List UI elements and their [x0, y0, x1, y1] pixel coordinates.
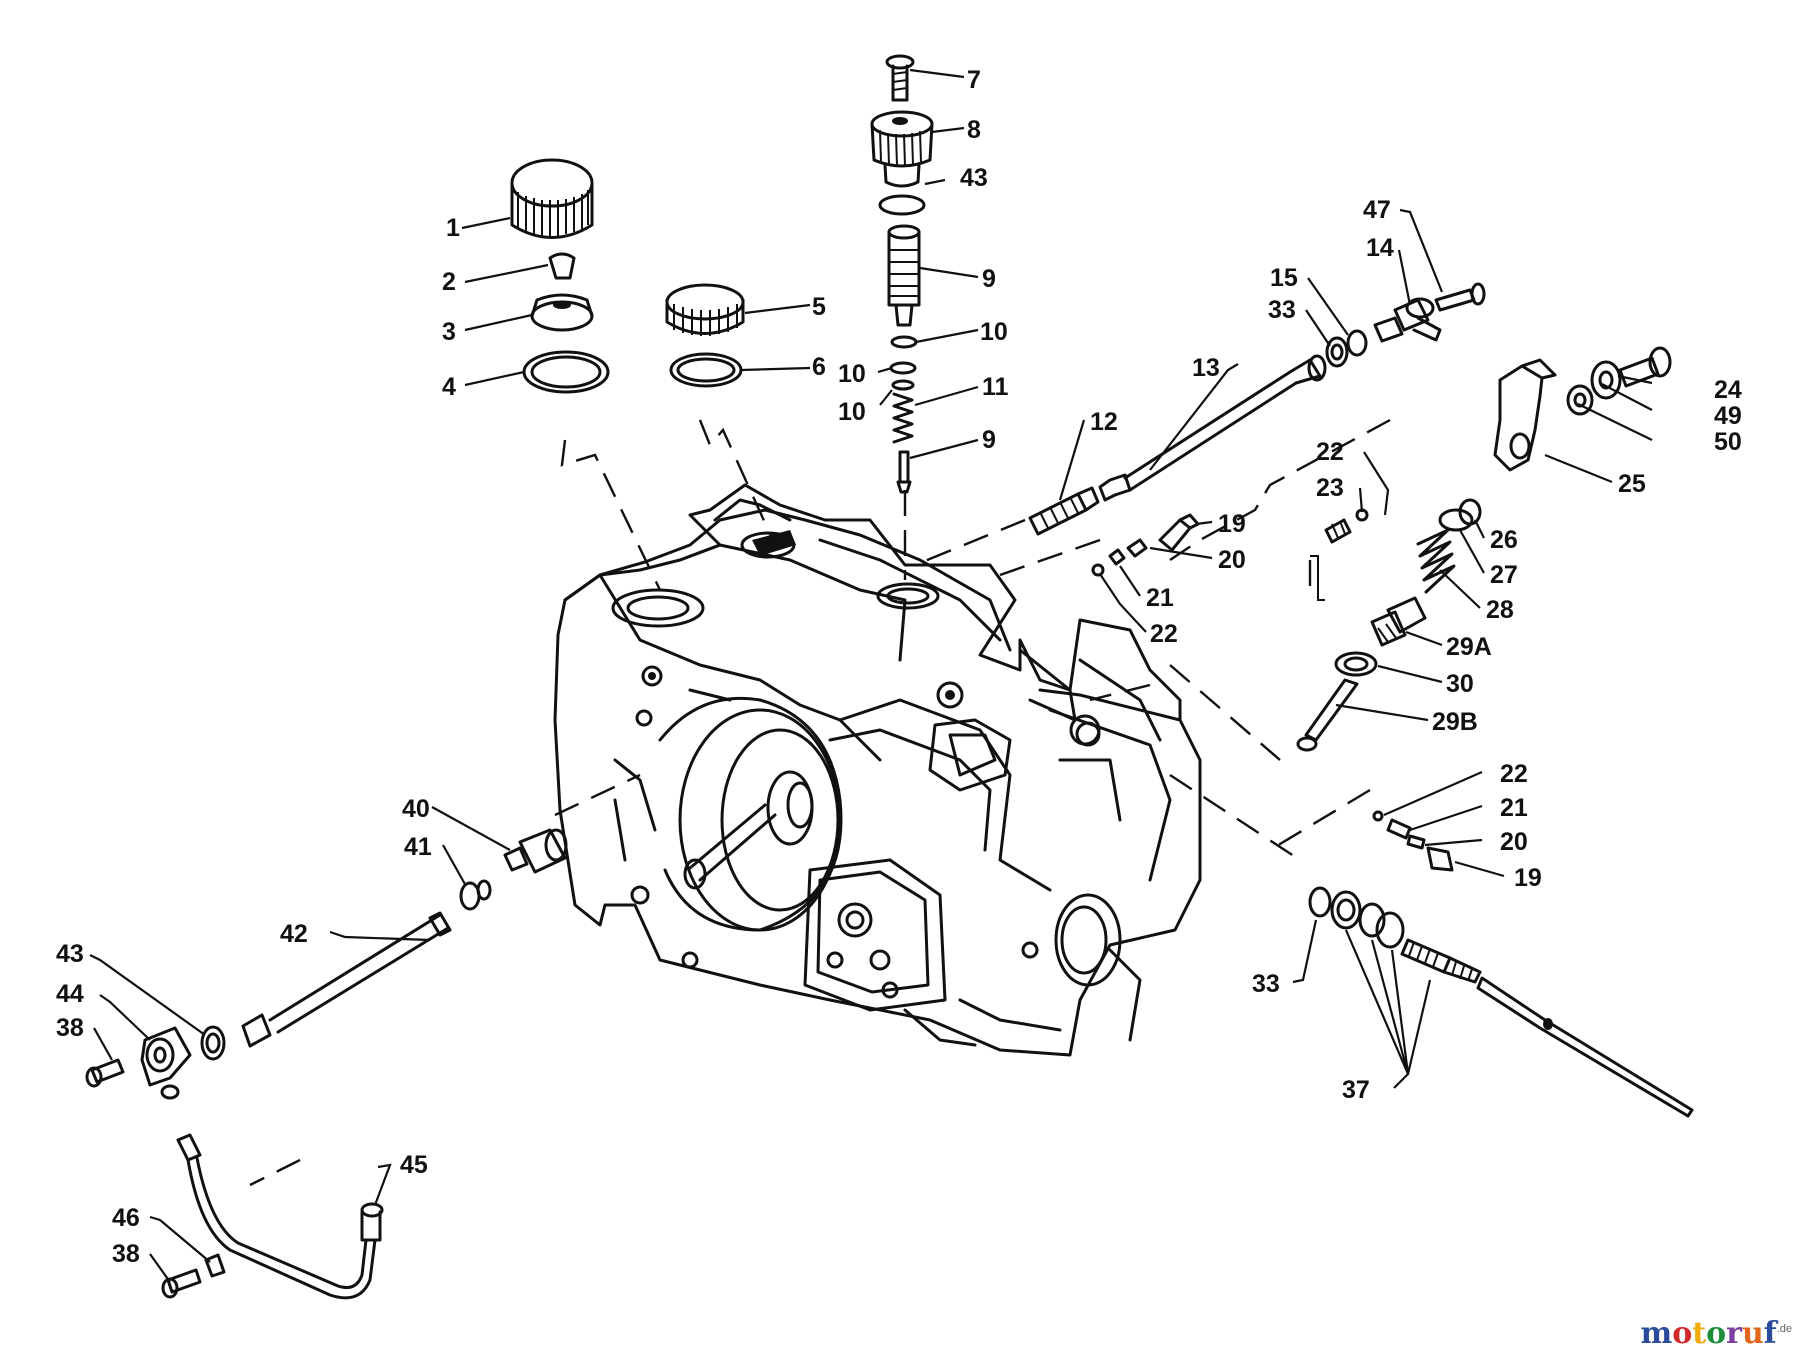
callout-38-upper: 38: [56, 1014, 84, 1042]
callout-11: 11: [982, 373, 1009, 401]
watermark-letter: r: [1726, 1316, 1742, 1351]
callout-5: 5: [812, 293, 826, 321]
callout-4: 4: [442, 373, 456, 401]
fill-cap-assembly: [510, 158, 745, 394]
callout-20-upper: 20: [1218, 546, 1246, 574]
callout-13: 13: [1192, 354, 1220, 382]
callout-2: 2: [442, 268, 456, 296]
callout-22-upper: 22: [1316, 438, 1344, 466]
callout-10-a: 10: [980, 318, 1008, 346]
watermark-letter: o: [1672, 1316, 1693, 1351]
watermark-letter: u: [1741, 1316, 1764, 1351]
adjuster-valve-stack: [870, 54, 934, 494]
watermark-letter: o: [1706, 1316, 1727, 1351]
callout-23: 23: [1316, 474, 1344, 502]
callout-41: 41: [404, 833, 432, 861]
callout-45: 45: [400, 1151, 428, 1179]
callout-29b: 29B: [1432, 708, 1478, 736]
callout-19-lower: 19: [1514, 864, 1542, 892]
callout-3: 3: [442, 318, 456, 346]
callout-10-b: 10: [838, 360, 866, 388]
watermark-logo: motoruf.de: [1641, 1316, 1792, 1351]
callout-49: 49: [1714, 402, 1742, 430]
callout-38-lower: 38: [112, 1240, 140, 1268]
callout-26: 26: [1490, 526, 1518, 554]
callout-50: 50: [1714, 428, 1742, 456]
callout-numbers: 1 2 3 4 5 6 7 8 43 9 10 10 10 11 9 12 13…: [56, 66, 1742, 1268]
watermark-brand: motoruf: [1641, 1316, 1777, 1351]
callout-10-c: 10: [838, 398, 866, 426]
callout-1: 1: [446, 214, 460, 242]
callout-21-lower: 21: [1500, 794, 1528, 822]
callout-40: 40: [402, 795, 430, 823]
callout-14: 14: [1366, 234, 1394, 262]
watermark-letter: m: [1640, 1316, 1673, 1351]
left-oil-line-assembly: [85, 828, 568, 1300]
callout-15: 15: [1270, 264, 1298, 292]
callout-33-lower: 33: [1252, 970, 1280, 998]
watermark-letter: t: [1692, 1316, 1707, 1351]
callout-27: 27: [1490, 561, 1518, 589]
callout-33-top: 33: [1268, 296, 1296, 324]
callout-12: 12: [1090, 408, 1118, 436]
callout-42: 42: [280, 920, 308, 948]
callout-25: 25: [1618, 470, 1646, 498]
assembly-guide-lines: [249, 418, 1391, 1187]
callout-19-upper: 19: [1218, 510, 1246, 538]
callout-21-upper: 21: [1146, 584, 1174, 612]
watermark-letter: f: [1763, 1316, 1777, 1351]
lever-and-valve-assembly: [1296, 346, 1672, 752]
callout-43-left: 43: [56, 940, 84, 968]
callout-43-top: 43: [960, 164, 988, 192]
callout-20-lower: 20: [1500, 828, 1528, 856]
callout-24: 24: [1714, 376, 1742, 404]
callout-47: 47: [1363, 196, 1391, 224]
callout-8: 8: [967, 116, 981, 144]
callout-22-middle: 22: [1150, 620, 1178, 648]
callout-29a: 29A: [1446, 633, 1492, 661]
callout-37: 37: [1342, 1076, 1370, 1104]
callout-leader-lines: [89, 68, 1653, 1283]
callout-9-top: 9: [982, 265, 996, 293]
callout-6: 6: [812, 353, 826, 381]
lower-right-pump-assembly: [1308, 810, 1694, 1118]
upper-right-tube-assembly: [1028, 282, 1486, 536]
callout-9-bottom: 9: [982, 426, 996, 454]
callout-7: 7: [967, 66, 981, 94]
callout-44: 44: [56, 980, 84, 1008]
callout-28: 28: [1486, 596, 1514, 624]
watermark-suffix: .de: [1776, 1323, 1792, 1335]
crankcase-housing: [553, 483, 1202, 1057]
callout-30: 30: [1446, 670, 1474, 698]
callout-22-lower: 22: [1500, 760, 1528, 788]
callout-46: 46: [112, 1204, 140, 1232]
